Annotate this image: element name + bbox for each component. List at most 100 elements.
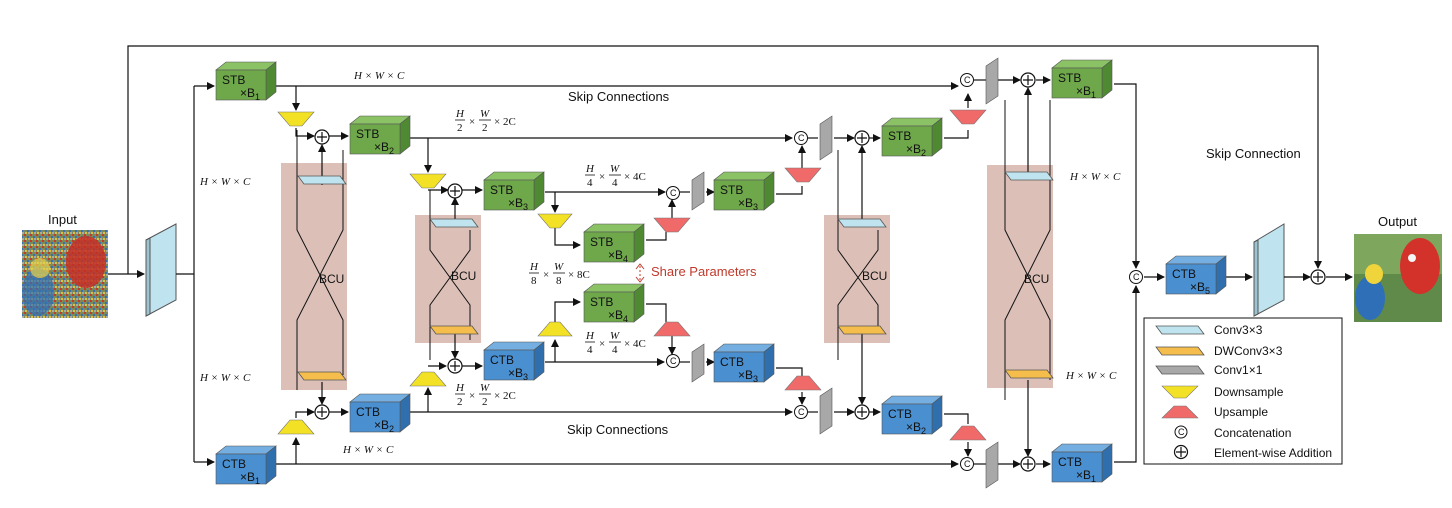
svg-text:2: 2 xyxy=(457,122,463,134)
dim-hwc-right-upper: H × W × C xyxy=(1069,171,1121,183)
block-label: STB xyxy=(590,235,613,249)
stb-block-b3-down: STB ×B3 xyxy=(483,171,545,212)
input-image xyxy=(22,230,108,318)
block-label: CTB xyxy=(1058,455,1082,469)
svg-text:C: C xyxy=(670,356,677,366)
block-multiplier: ×B2 xyxy=(374,418,394,434)
bcu-label: BCU xyxy=(319,272,344,286)
downsample-icon xyxy=(1161,385,1199,399)
conv1x1-icon xyxy=(1155,365,1205,375)
block-multiplier: ×B2 xyxy=(374,140,394,156)
skip-connection-right-label: Skip Connection xyxy=(1206,146,1301,161)
ctb-block-b2-up: CTB ×B2 xyxy=(881,395,943,436)
dim-quarter-top: H 4 × W 4 × 4C xyxy=(585,163,646,189)
upsample-icon xyxy=(653,109,987,441)
block-multiplier: ×B1 xyxy=(240,470,260,486)
bcu-conv-plates xyxy=(297,171,1054,381)
svg-text:× 4C: × 4C xyxy=(624,338,646,350)
legend-label: Conv3×3 xyxy=(1214,323,1263,337)
svg-text:8: 8 xyxy=(531,275,537,287)
svg-text:C: C xyxy=(964,459,971,469)
dim-hwc-top: H × W × C xyxy=(353,70,405,82)
bcu-panel-1: BCU xyxy=(281,163,347,390)
svg-text:C: C xyxy=(964,75,971,85)
svg-text:2: 2 xyxy=(482,122,488,134)
svg-text:×: × xyxy=(599,171,605,183)
svg-text:H: H xyxy=(585,163,595,175)
ctb-block-b5: CTB ×B5 xyxy=(1165,255,1227,296)
svg-text:W: W xyxy=(480,382,490,394)
svg-text:H: H xyxy=(529,261,539,273)
dim-eighth: H 8 × W 8 × 8C xyxy=(529,261,590,287)
stb-block-b4-top: STB ×B4 xyxy=(583,223,645,264)
bcu-panel-2: BCU xyxy=(415,215,481,343)
downsample-icon xyxy=(277,111,573,229)
svg-text:C: C xyxy=(1133,272,1140,282)
share-parameters-indicator: Share Parameters xyxy=(635,263,757,283)
output-image xyxy=(1354,234,1442,322)
legend-label: Conv1×1 xyxy=(1214,363,1263,377)
share-parameters-label: Share Parameters xyxy=(651,264,757,279)
ctb-block-b1: CTB ×B1 xyxy=(215,445,277,486)
bcu-label: BCU xyxy=(862,269,887,283)
legend-label: Upsample xyxy=(1214,405,1268,419)
svg-text:W: W xyxy=(554,261,564,273)
concatenation-symbols: C C C C C C C xyxy=(670,75,1140,469)
bcu-cross-lines xyxy=(296,100,1051,400)
stb-block-b2: STB ×B2 xyxy=(349,115,411,156)
block-label: CTB xyxy=(720,355,744,369)
bcu-panel-4: BCU xyxy=(987,165,1053,388)
stb-block-b2-up: STB ×B2 xyxy=(881,117,943,158)
block-multiplier: ×B1 xyxy=(240,86,260,102)
stb-block-b4-bottom: STB ×B4 xyxy=(583,283,645,324)
dim-half-bottom: H 2 × W 2 × 2C xyxy=(455,382,516,408)
svg-text:×: × xyxy=(469,116,475,128)
block-label: STB xyxy=(1058,71,1081,85)
svg-text:×: × xyxy=(543,269,549,281)
svg-text:× 8C: × 8C xyxy=(568,269,590,281)
svg-text:× 2C: × 2C xyxy=(494,390,516,402)
svg-text:4: 4 xyxy=(587,177,593,189)
svg-text:C: C xyxy=(798,407,805,417)
block-label: CTB xyxy=(1172,267,1196,281)
skip-connections-top-label: Skip Connections xyxy=(568,89,670,104)
legend-label: Element-wise Addition xyxy=(1214,446,1332,460)
svg-text:4: 4 xyxy=(587,344,593,356)
addition-icon xyxy=(1173,444,1189,460)
block-multiplier: ×B3 xyxy=(508,196,528,212)
svg-text:C: C xyxy=(670,188,677,198)
block-multiplier: ×B4 xyxy=(608,308,628,324)
conv1x1-icon xyxy=(691,57,999,489)
ctb-block-b3-down: CTB ×B3 xyxy=(483,341,545,382)
block-label: STB xyxy=(490,183,513,197)
concatenation-icon: C xyxy=(1174,425,1188,439)
block-label: CTB xyxy=(222,457,246,471)
dim-hwc-bottom: H × W × C xyxy=(342,444,394,456)
legend: Conv3×3 DWConv3×3 Conv1×1 Downsample Ups… xyxy=(1143,317,1343,465)
svg-text:H: H xyxy=(455,108,465,120)
conv3x3-icon xyxy=(1155,325,1205,335)
block-multiplier: ×B4 xyxy=(608,248,628,264)
ctb-block-b3-up: CTB ×B3 xyxy=(713,343,775,384)
svg-text:×: × xyxy=(599,338,605,350)
block-multiplier: ×B2 xyxy=(906,142,926,158)
addition-icon xyxy=(314,72,1326,472)
block-multiplier: ×B5 xyxy=(1190,280,1210,296)
svg-text:× 4C: × 4C xyxy=(624,171,646,183)
block-label: STB xyxy=(356,127,379,141)
block-multiplier: ×B1 xyxy=(1076,84,1096,100)
concatenation-icon xyxy=(666,73,1143,471)
bcu-label: BCU xyxy=(1024,272,1049,286)
legend-label: DWConv3×3 xyxy=(1214,344,1283,358)
legend-label: Concatenation xyxy=(1214,426,1291,440)
dim-half-top: H 2 × W 2 × 2C xyxy=(455,108,516,134)
block-label: CTB xyxy=(490,353,514,367)
dim-quarter-bottom: H 4 × W 4 × 4C xyxy=(585,330,646,356)
svg-text:W: W xyxy=(480,108,490,120)
svg-text:H: H xyxy=(455,382,465,394)
bcu-label: BCU xyxy=(451,269,476,283)
dim-hwc-left-lower: H × W × C xyxy=(199,372,251,384)
dim-hwc-right-lower: H × W × C xyxy=(1065,370,1117,382)
first-conv3x3 xyxy=(145,223,177,317)
